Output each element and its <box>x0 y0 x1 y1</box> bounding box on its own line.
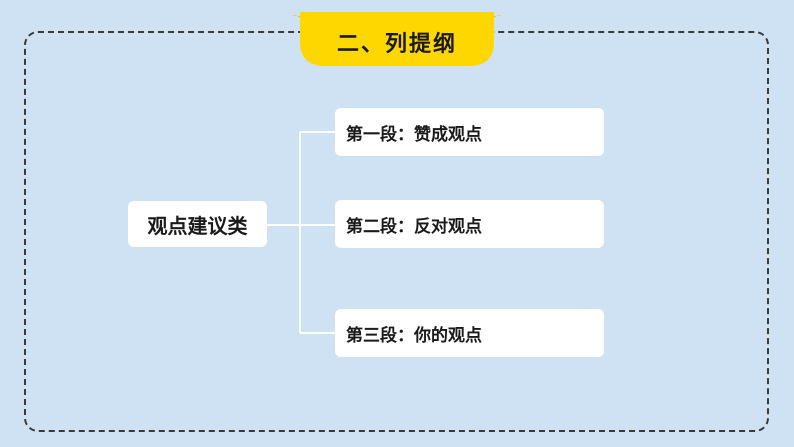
branch-node-1: 第一段：赞成观点 <box>335 108 604 156</box>
root-node-label: 观点建议类 <box>147 213 248 238</box>
branch-node-1-label: 第一段：赞成观点 <box>346 124 482 145</box>
branch-node-3-label: 第三段：你的观点 <box>346 325 482 346</box>
title-tab-shape <box>292 12 502 66</box>
root-node: 观点建议类 <box>128 201 267 247</box>
branch-node-3: 第三段：你的观点 <box>335 309 604 357</box>
title-tab-body <box>300 12 494 66</box>
branch-node-2: 第二段：反对观点 <box>335 200 604 248</box>
branch-node-2-label: 第二段：反对观点 <box>346 216 482 237</box>
page-title: 二、列提纲 <box>336 32 457 57</box>
title-tab: 二、列提纲 <box>292 12 502 68</box>
